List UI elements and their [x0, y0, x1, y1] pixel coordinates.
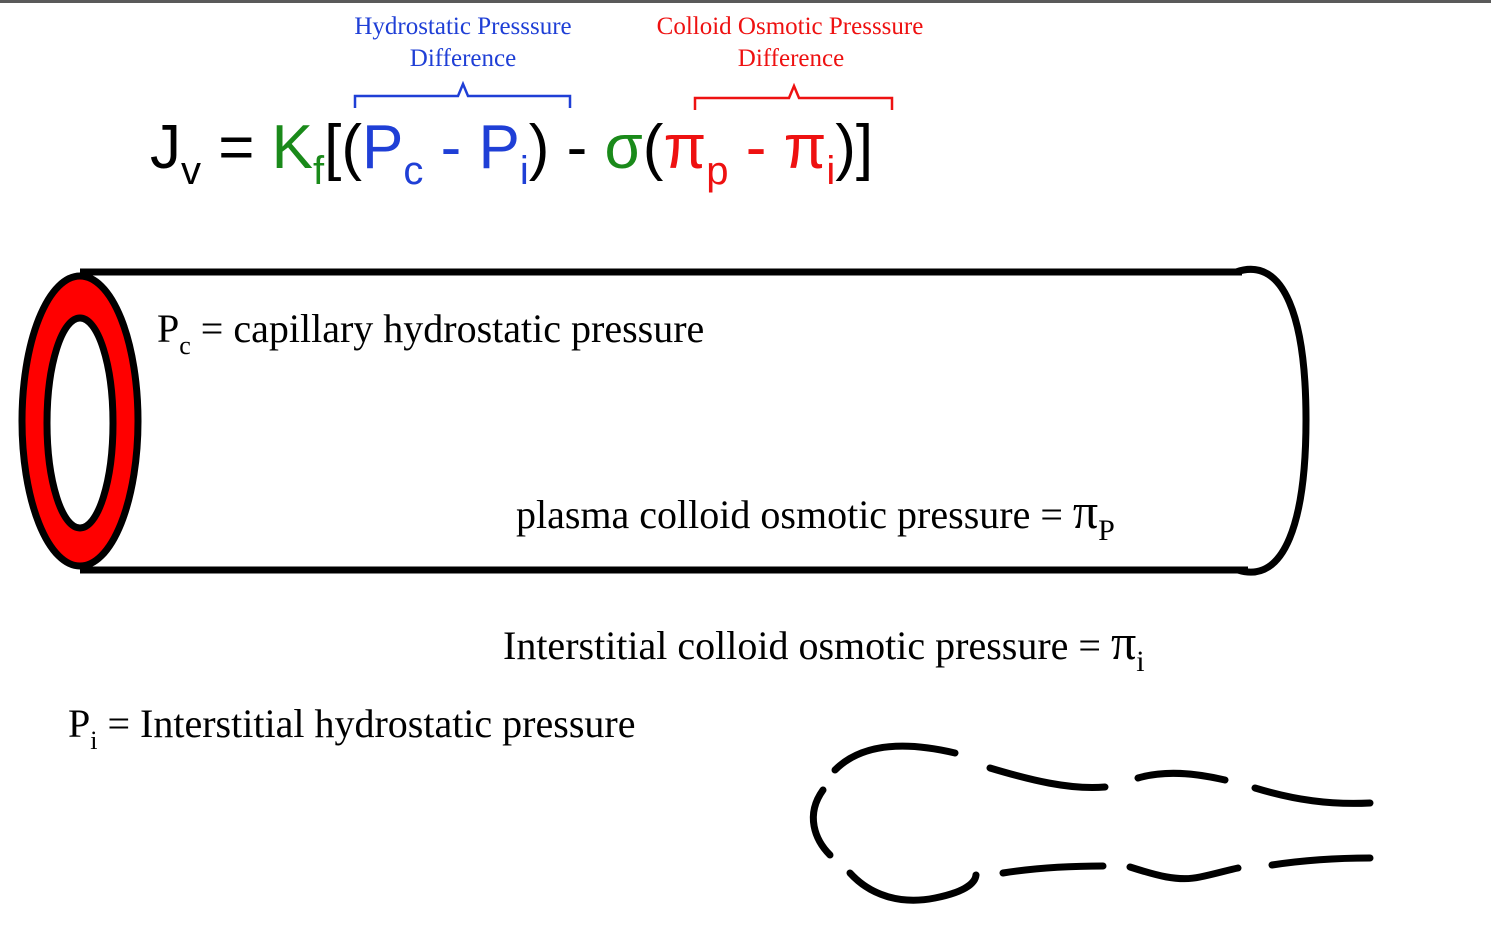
plasma-oncotic-symbol: π: [1073, 483, 1098, 539]
interstitial-oncotic-symbol: π: [1111, 614, 1136, 670]
oncotic-brace: [693, 82, 894, 110]
pc-label-symbol: P: [157, 306, 179, 351]
pi-interstitial-symbol: π: [784, 113, 827, 182]
starling-equation: Jv = Kf[(Pc - Pi) - σ(πp - πi)]: [150, 113, 873, 193]
equals-sign: =: [201, 113, 272, 182]
sigma-symbol: σ: [605, 113, 643, 182]
pc-label: Pc = capillary hydrostatic pressure: [157, 306, 704, 360]
dashed-segment: [999, 862, 1107, 877]
interstitial-oncotic-text: Interstitial colloid osmotic pressure =: [503, 623, 1111, 668]
pc-label-text: = capillary hydrostatic pressure: [191, 306, 705, 351]
interstitial-oncotic-label: Interstitial colloid osmotic pressure = …: [503, 614, 1145, 678]
dashed-segment: [1134, 769, 1229, 784]
minus-hydrostatic: -: [423, 113, 478, 182]
pi-label-symbol: P: [68, 701, 90, 746]
pc-label-subscript: c: [179, 331, 191, 360]
jv-symbol: J: [150, 113, 181, 182]
dashed-segment: [1251, 784, 1374, 807]
plasma-oncotic-text: plasma colloid osmotic pressure =: [516, 492, 1073, 537]
pi-label: Pi = Interstitial hydrostatic pressure: [68, 701, 635, 755]
minus-middle: -: [549, 113, 604, 182]
close-brackets: )]: [835, 113, 873, 182]
jv-subscript: v: [181, 149, 201, 193]
minus-oncotic: -: [728, 113, 783, 182]
dashed-segment: [846, 869, 980, 904]
plasma-oncotic-subscript: P: [1098, 514, 1115, 547]
open-paren-oncotic: (: [643, 113, 664, 182]
dashed-segment: [1126, 863, 1242, 883]
hydrostatic-annotation-line2: Difference: [410, 45, 516, 72]
kf-subscript: f: [313, 149, 325, 193]
close-paren-hydrostatic: ): [529, 113, 550, 182]
hydrostatic-brace: [353, 80, 572, 108]
interstitial-oncotic-subscript: i: [1136, 645, 1144, 678]
top-border-line: [0, 0, 1491, 3]
hydrostatic-annotation-line1: Hydrostatic Presssure: [354, 13, 571, 40]
capillary-far-end: [1234, 265, 1310, 576]
pi-label-text: = Interstitial hydrostatic pressure: [97, 701, 635, 746]
plasma-oncotic-label: plasma colloid osmotic pressure = πP: [516, 483, 1115, 547]
dashed-segment: [809, 786, 834, 859]
pi-hydro-subscript: i: [520, 149, 529, 193]
open-brackets: [(: [324, 113, 362, 182]
dashed-segment: [831, 742, 959, 774]
pc-symbol: P: [362, 113, 403, 182]
capillary-tube: [18, 265, 1310, 576]
pi-plasma-subscript: p: [706, 149, 728, 193]
pi-label-subscript: i: [90, 726, 97, 755]
oncotic-annotation-line2: Difference: [738, 45, 844, 72]
kf-symbol: K: [272, 113, 313, 182]
pi-interstitial-subscript: i: [826, 149, 835, 193]
pi-plasma-symbol: π: [663, 113, 706, 182]
oncotic-annotation-line1: Colloid Osmotic Presssure: [657, 13, 924, 40]
dashed-segment: [986, 764, 1109, 792]
pi-hydro-symbol: P: [479, 113, 520, 182]
pc-subscript: c: [403, 149, 423, 193]
dashed-segment: [1268, 854, 1374, 869]
capillary-lumen: [43, 314, 117, 532]
interstitial-dashed-vessel: [809, 742, 1374, 904]
